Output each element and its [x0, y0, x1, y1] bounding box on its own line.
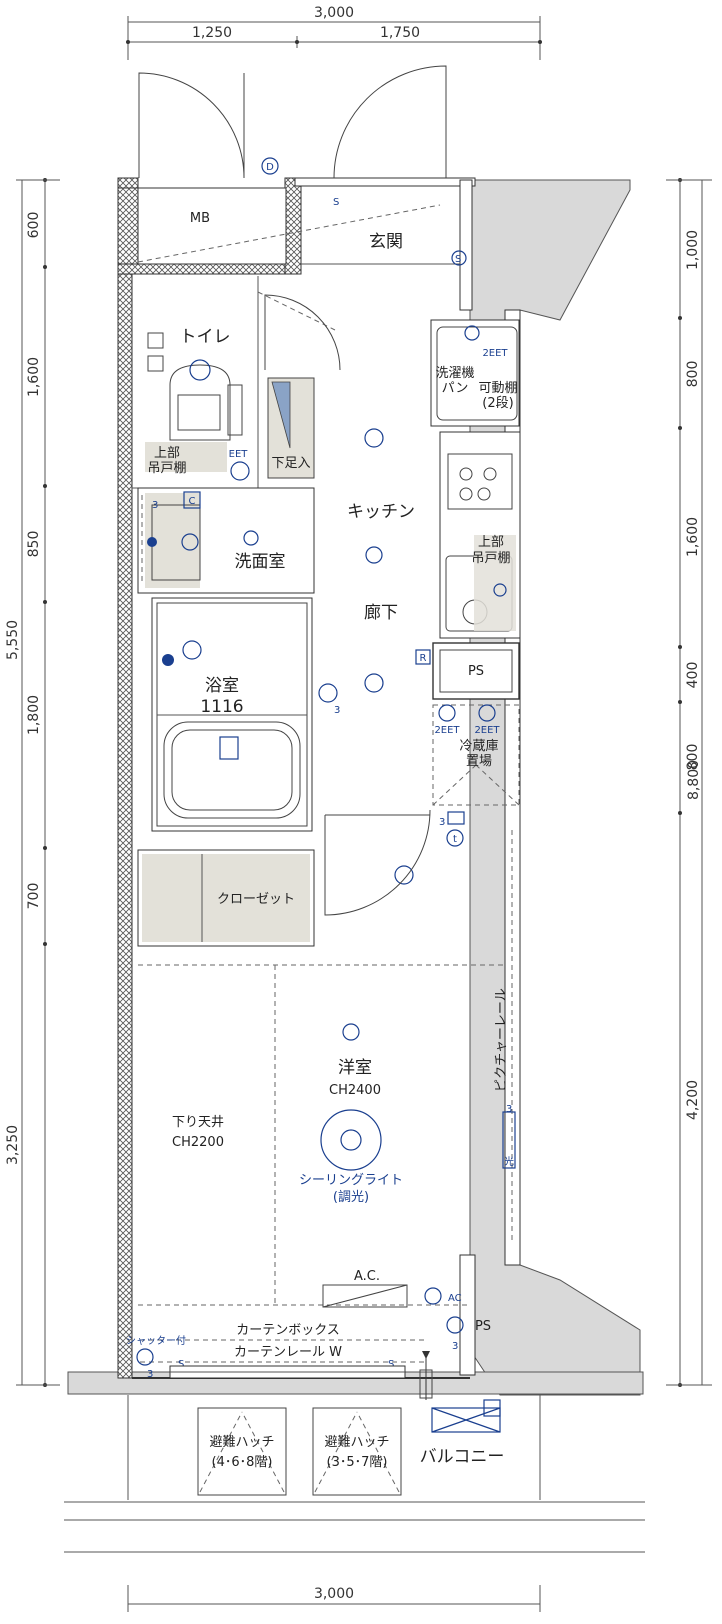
western-room: 洋室 CH2400 下り天井 CH2200 シーリングライト (調光) ピクチャ…	[138, 830, 516, 1306]
dim-top-total: 3,000	[314, 5, 354, 21]
hatch2-2: (3･5･7階)	[327, 1455, 388, 1470]
fridge-2: 置場	[466, 754, 492, 769]
shelf-2: (2段)	[482, 396, 513, 411]
balcony-label: バルコニー	[420, 1447, 505, 1467]
fridge-area: 2EET 2EET 冷蔵庫 置場 3 t	[432, 704, 520, 847]
ps-shaft: PS R	[415, 642, 520, 700]
dim-right-4: 400	[685, 662, 701, 689]
lowered-ch: CH2200	[172, 1135, 224, 1150]
air-conditioner: A.C. AC PS 3	[322, 1269, 491, 1352]
washroom-three: 3	[152, 500, 158, 511]
shoe-box-label: 下足入	[271, 456, 310, 471]
mb-label: MB	[190, 211, 210, 226]
dim-right-total: 8,800	[686, 760, 702, 800]
hatch1-1: 避難ハッチ	[209, 1435, 274, 1450]
s-mark: S	[333, 197, 339, 208]
ps2-label: PS	[475, 1319, 491, 1334]
fridge-eet-2: 2EET	[474, 725, 500, 736]
fridge-three: 3	[439, 817, 445, 828]
d-mark: D	[266, 162, 274, 173]
window-area: カーテンボックス カーテンレール W シャッター付 3 S S	[126, 1323, 433, 1400]
washroom: C 3 洗面室	[137, 487, 315, 691]
dim-top-right: 1,750	[380, 25, 420, 41]
bottom-dimensions: 3,000	[127, 1585, 541, 1612]
eet-mark: EET	[229, 449, 249, 460]
toilet-shelf-1: 上部	[154, 446, 180, 461]
fridge-eet-1: 2EET	[434, 725, 460, 736]
mb-room: MB	[137, 187, 441, 265]
outlet-three: 3	[506, 1104, 512, 1115]
hatch1-2: (4･6･8階)	[212, 1455, 273, 1470]
toilet-shelf-2: 吊戸棚	[147, 461, 186, 476]
entrance-label: 玄関	[369, 232, 403, 252]
s-mark: S	[388, 1359, 394, 1370]
hikari-mark: 光	[504, 1155, 514, 1168]
right-dimensions: 8,800 1,000 800 1,600 400 800 4,200	[666, 178, 712, 1387]
left-dimensions: 5,550 600 1,600 850 1,800 700 3,250	[5, 178, 60, 1387]
lowered-label: 下り天井	[172, 1115, 224, 1130]
dim-left-5: 700	[26, 883, 42, 910]
dim-right-2: 800	[685, 361, 701, 388]
shelf-1: 可動棚	[478, 381, 517, 396]
entrance: 玄関 S S	[301, 197, 467, 266]
shutter-label: シャッター付	[126, 1334, 186, 1347]
ps-label: PS	[468, 664, 484, 679]
dim-right-1: 1,000	[685, 230, 701, 270]
dim-top-left: 1,250	[192, 25, 232, 41]
washroom-label: 洗面室	[235, 552, 286, 572]
kitchen-shelf-1: 上部	[478, 535, 504, 550]
shutter-three: 3	[147, 1369, 153, 1380]
s-mark: S	[455, 254, 461, 265]
r-mark: R	[420, 653, 427, 664]
ac-label: A.C.	[354, 1269, 380, 1284]
balcony: 避難ハッチ (4･6･8階) 避難ハッチ (3･5･7階) バルコニー	[64, 1395, 645, 1553]
ceiling-light-2: (調光)	[333, 1190, 369, 1205]
hallway-label: 廊下	[364, 603, 398, 623]
bath-label-1: 浴室	[205, 676, 239, 696]
closet: クローゼット	[137, 849, 315, 947]
kitchen-hallway: キッチン 廊下	[347, 428, 415, 885]
hall-doors	[324, 809, 431, 916]
picture-rail-label: ピクチャーレール	[494, 988, 509, 1092]
bath-three: 3	[334, 705, 340, 716]
dim-left-6: 3,250	[5, 1125, 21, 1165]
washer-1: 洗濯機	[435, 366, 474, 381]
ceiling-light-1: シーリングライト	[299, 1173, 403, 1188]
t-mark: t	[453, 834, 457, 845]
dim-right-6: 4,200	[685, 1080, 701, 1120]
curtain-rail: カーテンレール W	[234, 1345, 342, 1360]
toilet-room: トイレ 上部 吊戸棚 EET	[132, 276, 341, 489]
dim-left-1: 600	[26, 212, 42, 239]
dim-left-4: 1,800	[26, 695, 42, 735]
dim-right-3: 1,600	[685, 517, 701, 557]
kitchen-shelf-2: 吊戸棚	[471, 551, 510, 566]
closet-label: クローゼット	[217, 892, 295, 907]
entrance-doors: D	[138, 65, 447, 179]
dim-bottom-total: 3,000	[314, 1586, 354, 1602]
kitchen-label: キッチン	[347, 502, 415, 522]
bathroom: 浴室 1116 3	[151, 597, 340, 832]
hatch2-1: 避難ハッチ	[324, 1435, 389, 1450]
washer-eet: 2EET	[482, 348, 508, 359]
c-mark: C	[189, 496, 196, 507]
fridge-1: 冷蔵庫	[459, 739, 498, 754]
dim-left-3: 850	[26, 531, 42, 558]
bath-label-2: 1116	[200, 697, 243, 717]
ac-outlet: AC	[448, 1293, 462, 1304]
laundry-area: 2EET 洗濯機 パン 可動棚 (2段)	[430, 319, 520, 427]
toilet-label: トイレ	[180, 327, 231, 347]
washer-2: パン	[442, 381, 469, 396]
western-ch: CH2400	[329, 1083, 381, 1098]
dim-left-total: 5,550	[5, 620, 21, 660]
kitchen-counter: 上部 吊戸棚	[439, 431, 521, 639]
ps2-three: 3	[452, 1341, 458, 1352]
shoe-box: 下足入	[267, 377, 315, 479]
western-label: 洋室	[338, 1058, 372, 1078]
s-mark: S	[178, 1359, 184, 1370]
dim-left-2: 1,600	[26, 357, 42, 397]
dim-right-5: 800	[685, 744, 701, 771]
curtain-box: カーテンボックス	[236, 1323, 340, 1338]
top-dimensions: 3,000 1,250 1,750	[126, 5, 542, 60]
